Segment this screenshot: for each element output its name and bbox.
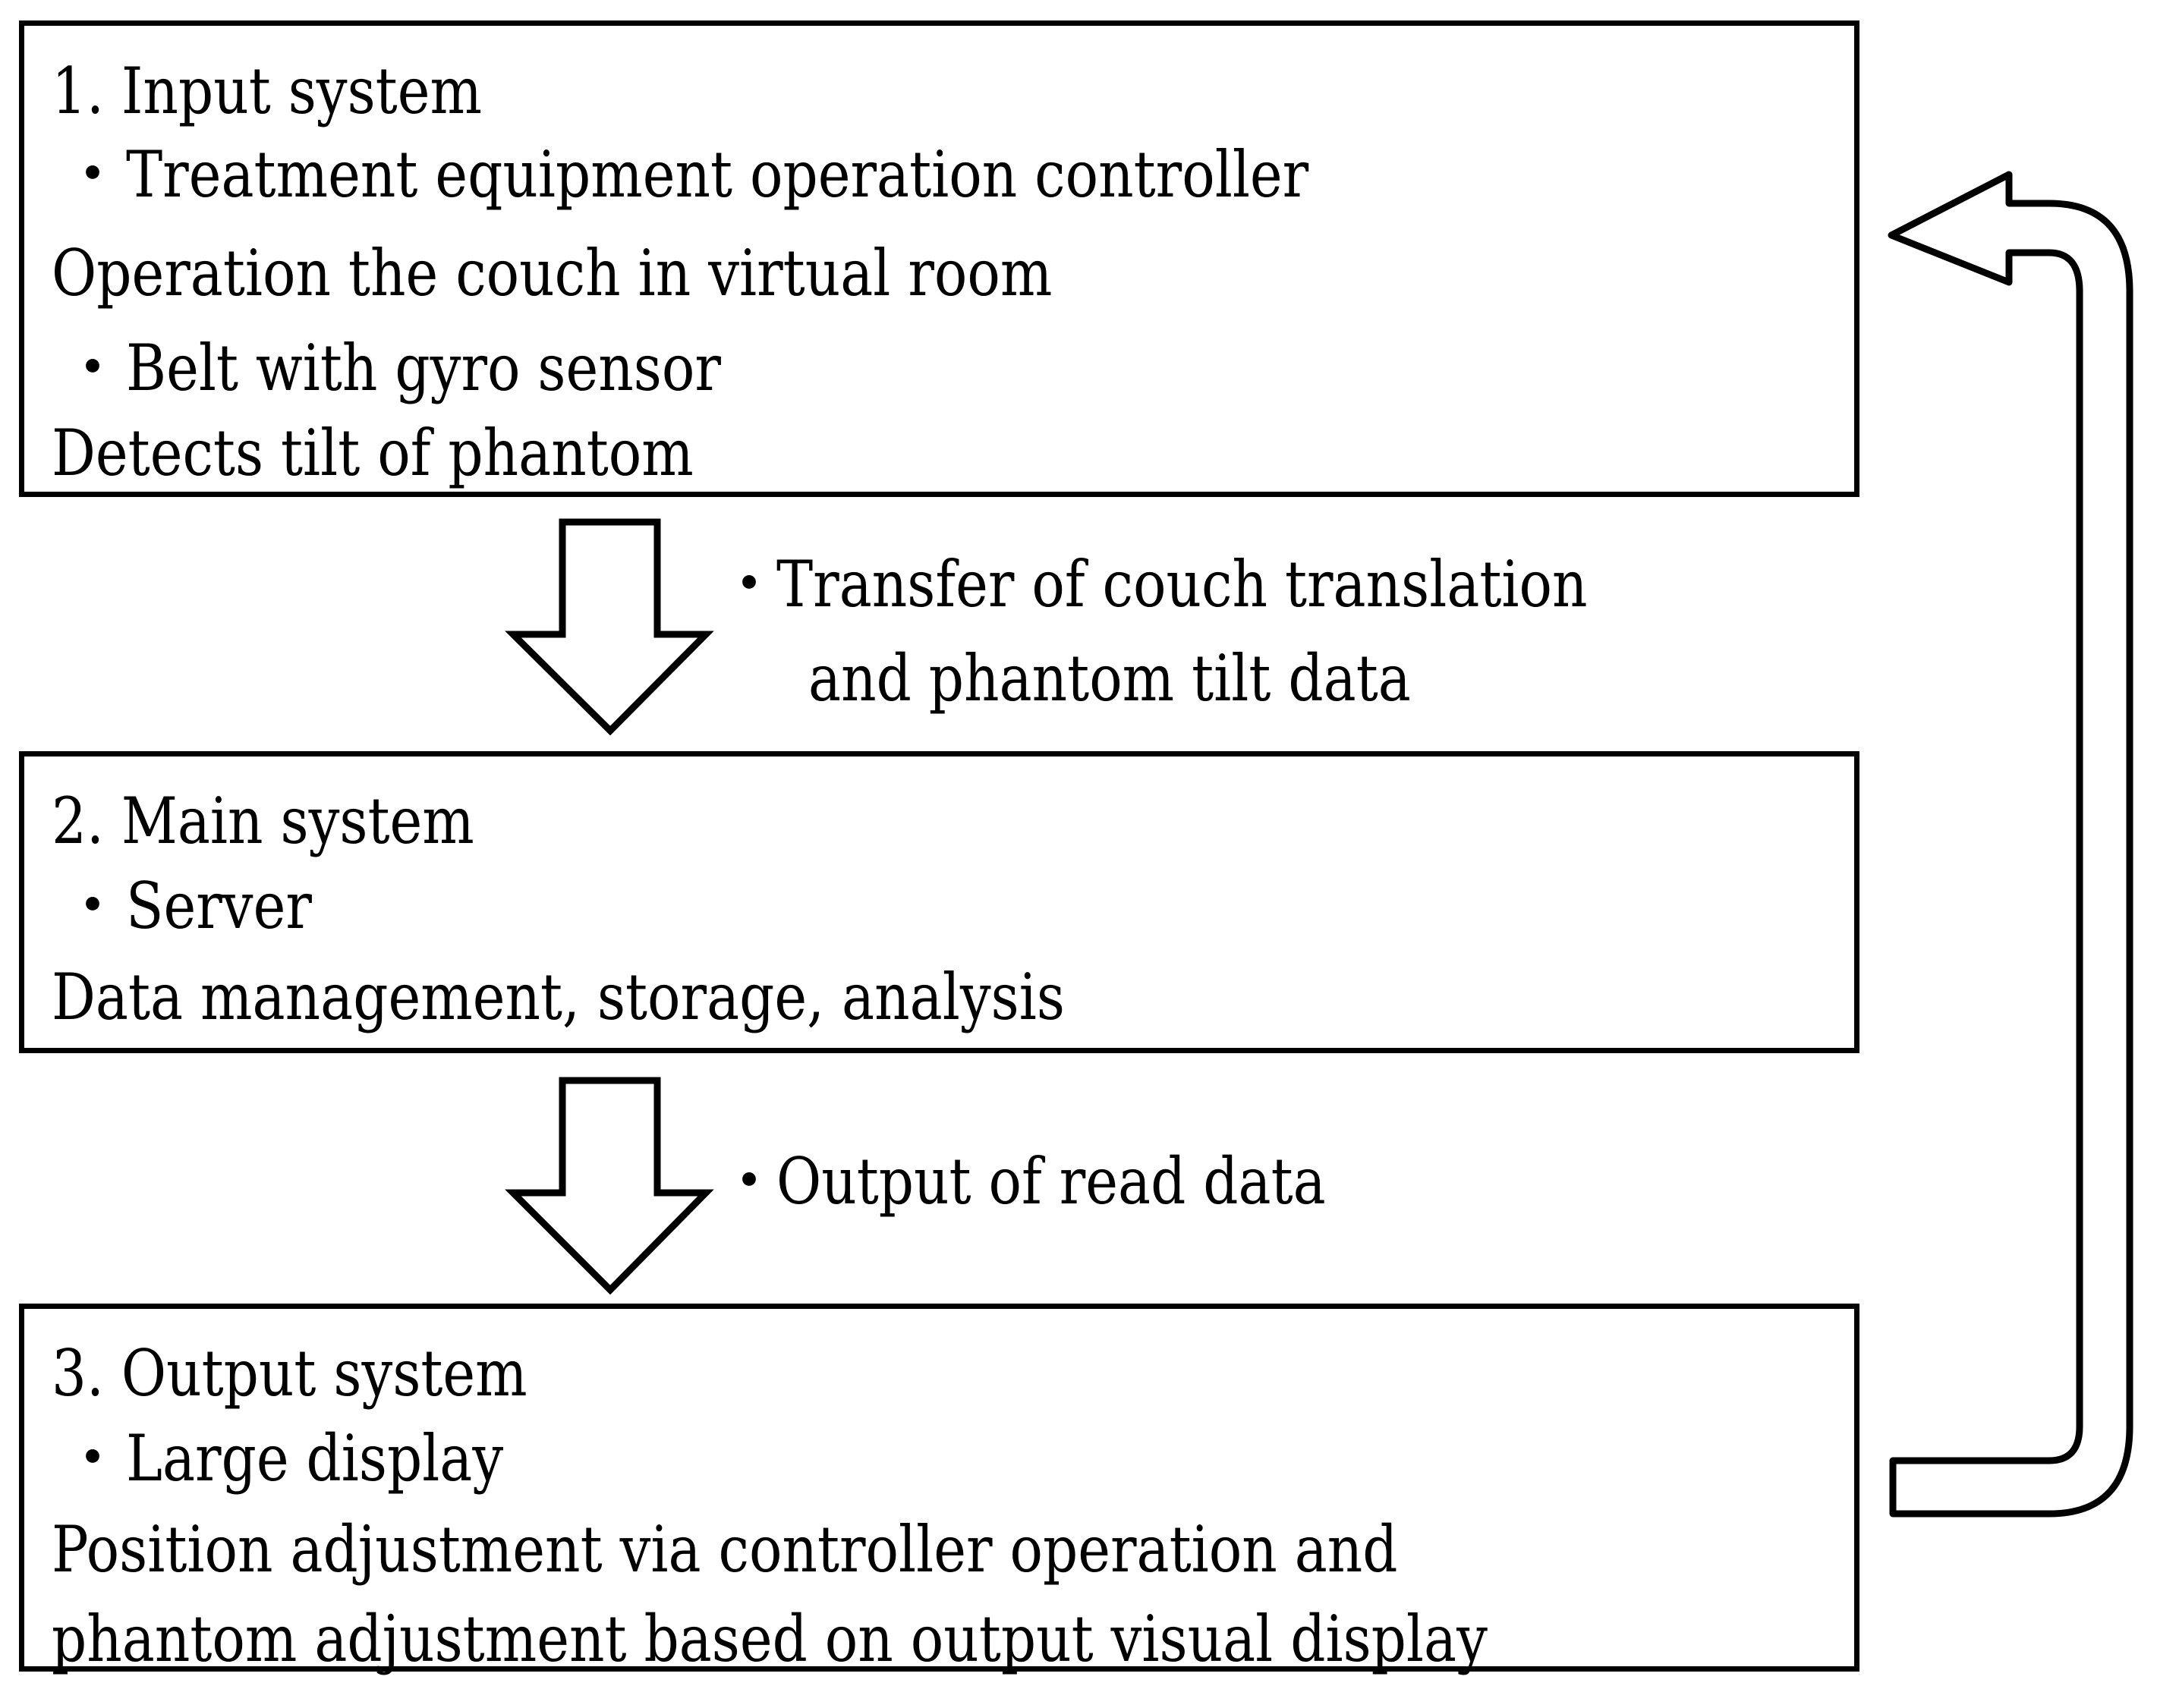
bullet-icon: ・ <box>717 1144 782 1219</box>
bullet-icon: ・ <box>61 137 125 212</box>
arrow-1-label-line-2: and phantom tilt data <box>808 641 1411 716</box>
box-output-system-heading: 3. Output system <box>52 1336 527 1411</box>
box-input-system-line-1: Treatment equipment operation controller <box>126 137 1309 212</box>
feedback-loop-arrow-icon <box>1888 171 2133 1518</box>
box-input-system <box>19 20 1859 497</box>
box-output-system-line-2: Position adjustment via controller opera… <box>52 1512 1398 1587</box>
bullet-icon: ・ <box>717 547 782 621</box>
box-output-system-line-3: phantom adjustment based on output visua… <box>52 1602 1488 1676</box>
box-main-system-line-1: Server <box>126 869 312 943</box>
box-output-system-line-1: Large display <box>126 1421 504 1496</box>
bullet-icon: ・ <box>61 331 125 405</box>
arrow-1-label-line-1: Transfer of couch translation <box>776 547 1588 621</box>
down-arrow-icon <box>505 518 714 736</box>
bullet-icon: ・ <box>61 869 125 943</box>
box-main-system <box>19 751 1859 1053</box>
box-main-system-heading: 2. Main system <box>52 784 474 858</box>
box-output-system <box>19 1304 1859 1672</box>
box-input-system-line-2: Operation the couch in virtual room <box>52 236 1053 310</box>
box-input-system-line-3: Belt with gyro sensor <box>126 331 721 405</box>
box-main-system-line-2: Data management, storage, analysis <box>52 960 1065 1034</box>
box-input-system-line-4: Detects tilt of phantom <box>52 416 694 490</box>
bullet-icon: ・ <box>61 1421 125 1496</box>
box-input-system-heading: 1. Input system <box>52 54 482 128</box>
arrow-2-label-line-1: Output of read data <box>776 1144 1326 1219</box>
down-arrow-icon <box>505 1077 714 1295</box>
